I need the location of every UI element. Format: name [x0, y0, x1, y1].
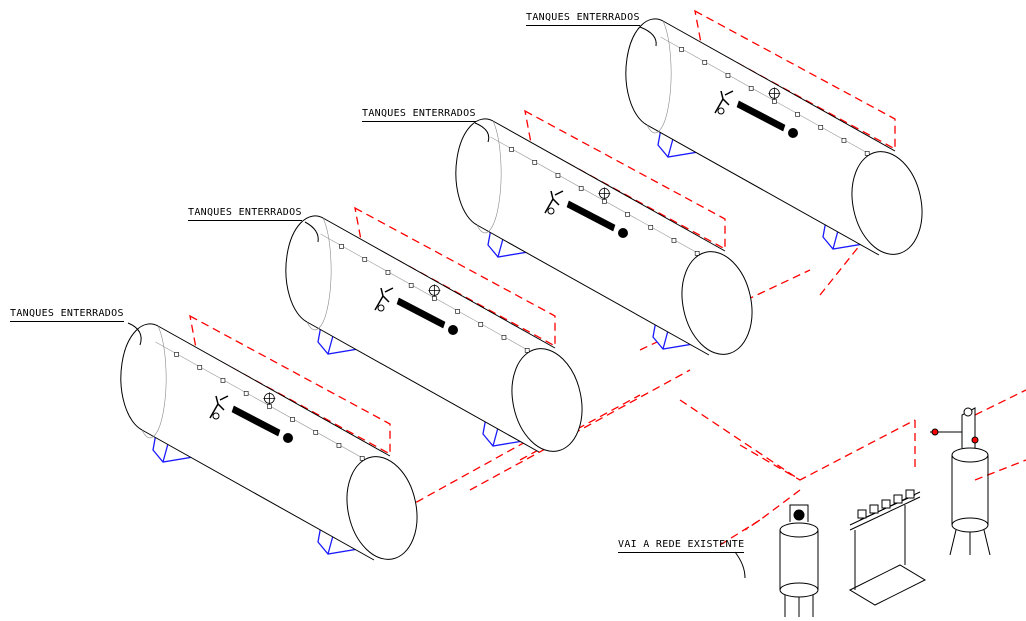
tank-1: [120, 323, 418, 561]
label-tank-2: TANQUES ENTERRADOS: [188, 207, 302, 221]
leader-network: [734, 551, 746, 579]
leader-1: [127, 322, 142, 346]
tank-3: [455, 118, 753, 356]
leader-2: [304, 221, 319, 243]
pipe-11: [719, 519, 761, 546]
pipe-10: [744, 489, 801, 531]
tank-2: [285, 215, 583, 453]
pipe-13: [974, 459, 1026, 481]
pipe-7: [679, 399, 916, 481]
pipe-8: [739, 444, 801, 481]
vaporizer-tower: [930, 407, 991, 556]
tank-4: [625, 18, 923, 256]
leader-3: [474, 122, 490, 143]
pipe-3: [469, 369, 691, 491]
vaporizer-vessel: [779, 504, 819, 617]
label-network: VAI A REDE EXISTENTE: [618, 539, 745, 553]
regulator-skid: [848, 489, 927, 606]
pipe-6: [819, 244, 861, 296]
leader-4: [639, 26, 657, 47]
pipe-4: [519, 394, 641, 461]
label-tank-4: TANQUES ENTERRADOS: [526, 12, 640, 26]
label-tank-3: TANQUES ENTERRADOS: [362, 108, 476, 122]
label-tank-1: TANQUES ENTERRADOS: [10, 308, 124, 322]
pipe-12: [974, 389, 1026, 416]
